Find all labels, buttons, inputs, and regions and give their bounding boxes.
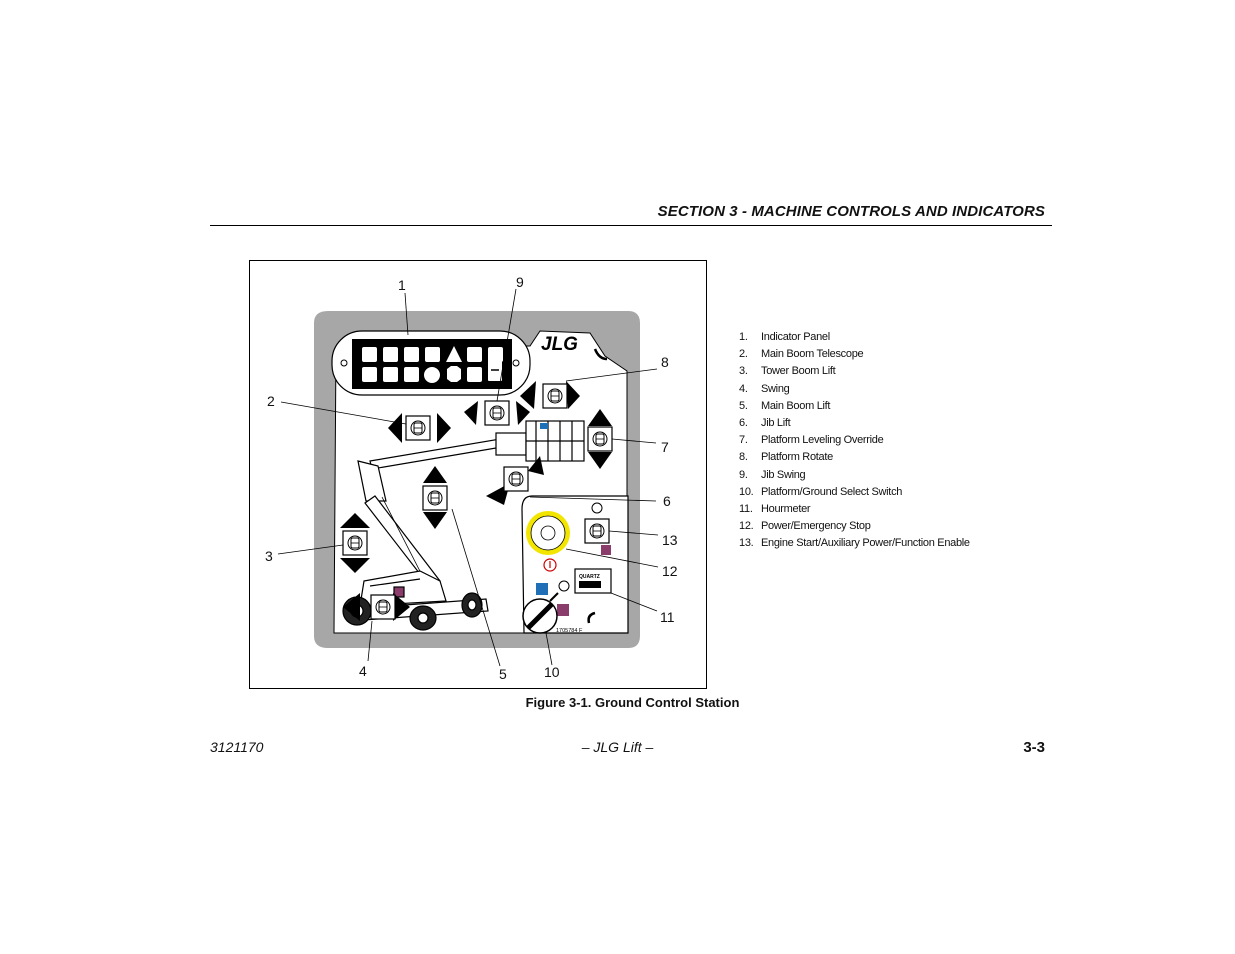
ground-control-panel-illustration: JLG <box>265 274 678 682</box>
svg-text:1: 1 <box>398 277 406 293</box>
svg-text:2: 2 <box>267 393 275 409</box>
document-number: 3121170 <box>210 739 264 755</box>
svg-text:7: 7 <box>661 439 669 455</box>
tower-boom-lift-switch <box>340 513 370 573</box>
engine-start-switch <box>584 502 610 544</box>
leader-lines <box>277 288 659 667</box>
svg-text:8: 8 <box>661 354 669 370</box>
figure-caption: Figure 3-1. Ground Control Station <box>525 695 740 710</box>
legend-item: 1.Indicator Panel <box>739 331 830 343</box>
svg-text:6: 6 <box>663 493 671 509</box>
hourmeter: QUARTZ <box>574 568 612 594</box>
svg-text:3: 3 <box>265 548 273 564</box>
svg-text:10: 10 <box>544 664 560 680</box>
legend-item: 12.Power/Emergency Stop <box>739 520 871 533</box>
jib-lift-switch <box>486 456 544 505</box>
legend-item: 4.Swing <box>739 382 790 395</box>
platform-rotate-switch <box>520 381 580 409</box>
legend-item: 3.Tower Boom Lift <box>739 365 836 378</box>
legend-item: 2.Main Boom Telescope <box>739 348 864 361</box>
legend-item: 7.Platform Leveling Override <box>739 434 884 447</box>
svg-text:5: 5 <box>499 666 507 682</box>
svg-text:11: 11 <box>660 609 675 625</box>
svg-text:12: 12 <box>662 563 678 579</box>
part-number: 1705784 F <box>556 628 583 634</box>
platform-leveling-override-switch <box>587 409 613 469</box>
svg-text:13: 13 <box>662 532 678 548</box>
legend-item: 13.Engine Start/Auxiliary Power/Function… <box>739 537 970 550</box>
blue-button <box>536 583 548 595</box>
brand-logo: JLG <box>541 334 578 355</box>
legend-item: 6.Jib Lift <box>739 416 791 429</box>
purple-button <box>557 604 569 616</box>
main-boom-telescope-switch <box>388 413 451 443</box>
legend-item: 11.Hourmeter <box>739 502 811 515</box>
svg-text:9: 9 <box>516 274 524 290</box>
main-boom-lift-switch <box>422 466 448 529</box>
svg-text:QUARTZ: QUARTZ <box>579 574 600 580</box>
figure-ground-control-station: JLG <box>249 260 707 689</box>
legend-item: 5.Main Boom Lift <box>739 399 831 412</box>
legend-item: 10.Platform/Ground Select Switch <box>739 485 903 498</box>
page-number: 3-3 <box>1023 739 1045 756</box>
section-title: SECTION 3 - MACHINE CONTROLS AND INDICAT… <box>657 203 1045 220</box>
emergency-stop-button <box>526 511 570 555</box>
callout-numbers: 1 9 8 2 7 6 13 3 12 11 4 5 10 <box>265 274 678 682</box>
platform-ground-select-switch <box>522 598 558 634</box>
legend-item: 9.Jib Swing <box>739 468 806 481</box>
legend-item: 8.Platform Rotate <box>739 451 833 464</box>
swing-switch <box>343 593 410 621</box>
footer-brand: – JLG Lift – <box>581 739 654 755</box>
indicator-panel <box>331 330 531 396</box>
figure-legend: 1.Indicator Panel 2.Main Boom Telescope … <box>739 330 970 553</box>
svg-text:4: 4 <box>359 663 367 679</box>
jib-swing-switch <box>464 400 530 426</box>
section-rule <box>210 225 1052 226</box>
